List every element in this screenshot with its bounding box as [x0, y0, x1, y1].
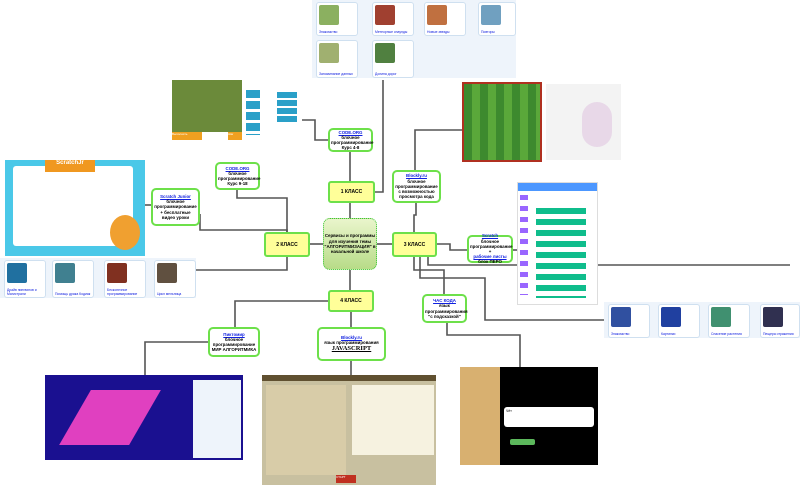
hour-of-code-screenshot: Чёт	[460, 367, 598, 465]
right-cards-panel: Знакомство Картинки Спасение растения Пе…	[604, 302, 800, 338]
course-card[interactable]: Долина дорог	[372, 40, 414, 78]
run-button[interactable]: Выполнить	[172, 132, 202, 140]
top-cards-panel: Знакомство Метеорные спаунды Новые звезд…	[312, 0, 516, 78]
grade-3-node: 3 КЛАСС	[392, 232, 437, 257]
course-card[interactable]: Помощь драка Кодиак	[52, 260, 94, 298]
course-card[interactable]: Пещера отражения	[760, 304, 800, 338]
left-cards-panel: Драйв пингвинов и Магистрали Помощь драк…	[0, 258, 196, 298]
grade-1-node: 1 КЛАСС	[328, 181, 375, 203]
course-card[interactable]: Драйв пингвинов и Магистрали	[4, 260, 46, 298]
grade-2-node: 2 КЛАСС	[264, 232, 310, 257]
scratch-blocks-screenshot	[517, 182, 598, 305]
codeorg-link[interactable]: CODE.ORG	[338, 129, 363, 135]
start-button[interactable]: СТАРТ	[336, 475, 356, 483]
course-card[interactable]: Запоминание данных	[316, 40, 358, 78]
step-button[interactable]: Шаг	[228, 132, 242, 140]
garden-game-screenshot	[462, 82, 623, 162]
scratchjr-screenshot: ScratchJr	[5, 160, 145, 256]
codeorg-game-screenshot: Выполнить Шаг	[172, 80, 302, 140]
course-card[interactable]: Повторы	[478, 2, 516, 36]
codeorg-link[interactable]: CODE.ORG	[225, 165, 250, 171]
course-card[interactable]: Знакомство	[608, 304, 650, 338]
course-card[interactable]: Картинки	[658, 304, 700, 338]
scratchjr-link[interactable]: Scratch Junior	[160, 193, 191, 199]
worksheets-link[interactable]: рабочие листы	[473, 254, 507, 260]
blockly-js-screenshot: СТАРТ	[262, 375, 436, 485]
pictomir-screenshot	[45, 375, 243, 460]
pictomir-link[interactable]: Пиктомир	[223, 331, 245, 337]
central-topic: Сервисы и программы для изучения темы "А…	[323, 218, 377, 270]
course-card[interactable]: Бесконечное программирование	[104, 260, 146, 298]
blockly-link[interactable]: Blockly.ru	[341, 334, 362, 340]
hour-of-code-link[interactable]: ЧАС КОДА	[433, 298, 456, 304]
blockly-link[interactable]: Blockly.ru	[406, 173, 427, 179]
course-card[interactable]: Цикл мельница	[154, 260, 196, 298]
course-card[interactable]: Знакомство	[316, 2, 358, 36]
scratch-link[interactable]: Scratch	[481, 233, 499, 239]
grade-4-node: 4 КЛАСС	[328, 290, 374, 312]
course-card[interactable]: Спасение растения	[708, 304, 750, 338]
course-card[interactable]: Метеорные спаунды	[372, 2, 414, 36]
course-card[interactable]: Новые звезды	[424, 2, 466, 36]
